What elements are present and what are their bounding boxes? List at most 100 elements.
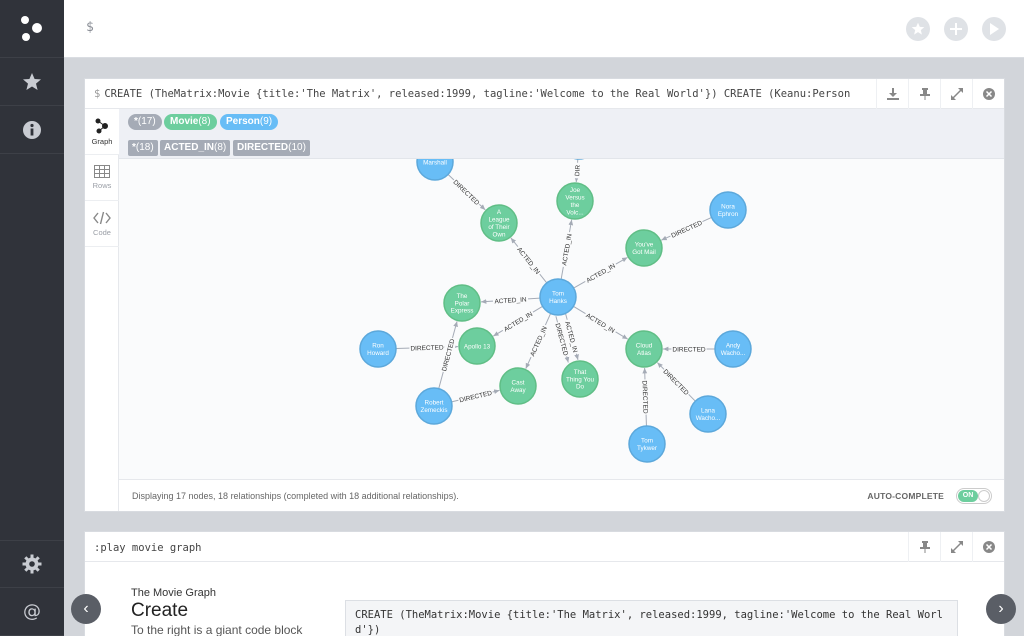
- rel-count: (18): [135, 142, 154, 153]
- frame-command[interactable]: :play movie graph: [94, 542, 202, 554]
- node-caption: Atlas: [637, 350, 651, 357]
- node-caption: Own: [493, 231, 506, 238]
- tab-rows[interactable]: Rows: [85, 155, 119, 201]
- view-tabs: Graph Rows Code: [85, 109, 119, 511]
- autocomplete-toggle[interactable]: ON: [956, 488, 992, 504]
- pin-button[interactable]: [908, 79, 940, 109]
- relationship-label: DIR: [571, 162, 583, 179]
- relationship-label: DIRECTED: [409, 341, 445, 354]
- node-caption: Do: [576, 384, 585, 391]
- node-caption: Ephron: [718, 211, 739, 218]
- node-caption: Nora: [721, 204, 735, 211]
- graph-node-andy[interactable]: AndyWacho...: [714, 330, 752, 368]
- close-frame-button[interactable]: [972, 79, 1004, 109]
- node-caption: Wacho...: [696, 415, 721, 422]
- tab-graph[interactable]: Graph: [85, 109, 119, 155]
- about-button[interactable]: @: [0, 588, 64, 636]
- node-caption: Marshall: [423, 159, 447, 166]
- pin-button[interactable]: [908, 532, 940, 562]
- logo-icon: [21, 15, 42, 41]
- label-pill-person[interactable]: Person(9): [220, 114, 279, 130]
- frame-command[interactable]: $CREATE (TheMatrix:Movie {title:'The Mat…: [94, 88, 854, 100]
- run-query-button[interactable]: [982, 17, 1006, 41]
- toggle-knob: [978, 490, 990, 502]
- frame-header: :play movie graph: [85, 532, 1004, 562]
- node-caption: Zemeckis: [421, 407, 448, 414]
- node-caption: Andy: [726, 343, 741, 350]
- relationship-label: DIRECTED: [668, 216, 705, 241]
- node-caption: Away: [510, 387, 526, 394]
- fullscreen-button[interactable]: [940, 79, 972, 109]
- node-caption: A: [497, 209, 502, 216]
- neo4j-logo[interactable]: [0, 0, 64, 58]
- status-message: Displaying 17 nodes, 18 relationships (c…: [132, 491, 459, 501]
- label-pill-movie[interactable]: Movie(8): [164, 114, 217, 130]
- download-button[interactable]: [876, 79, 908, 109]
- node-caption: Polar: [455, 300, 470, 307]
- rel-tag-acted-in[interactable]: ACTED_IN(8): [160, 140, 231, 156]
- tab-code-label: Code: [93, 227, 111, 237]
- close-icon: [982, 88, 995, 100]
- label-name: Movie: [170, 116, 199, 127]
- close-icon: [982, 541, 995, 553]
- carousel-prev-button[interactable]: ‹: [71, 594, 101, 624]
- graph-node-lana[interactable]: LanaWacho...: [689, 395, 727, 433]
- node-caption: Howard: [367, 350, 389, 357]
- node-caption: The: [457, 293, 468, 300]
- svg-text:DIRECTED: DIRECTED: [410, 345, 444, 353]
- query-editor[interactable]: $: [64, 0, 1024, 58]
- graph-node-apollo[interactable]: Apollo 13: [458, 327, 496, 365]
- editor-prompt: $: [86, 20, 94, 35]
- clear-editor-button[interactable]: [944, 17, 968, 41]
- label-name: Person: [226, 116, 260, 127]
- rel-name: ACTED_IN: [164, 142, 215, 153]
- node-caption: of Their: [488, 224, 509, 231]
- label-pill-all[interactable]: *(17): [128, 114, 162, 130]
- node-caption: Versus: [565, 195, 584, 202]
- star-icon: [23, 72, 41, 90]
- rel-tag-all[interactable]: *(18): [128, 140, 158, 156]
- slide-subtitle: The Movie Graph: [131, 587, 216, 599]
- result-frame: $CREATE (TheMatrix:Movie {title:'The Mat…: [84, 78, 1005, 512]
- info-button[interactable]: [0, 106, 64, 154]
- download-icon: [886, 88, 899, 100]
- favorite-query-button[interactable]: [906, 17, 930, 41]
- code-block[interactable]: CREATE (TheMatrix:Movie {title:'The Matr…: [345, 600, 958, 636]
- node-caption: Joe: [570, 187, 581, 194]
- autocomplete-label: AUTO-COMPLETE: [867, 491, 944, 501]
- fullscreen-button[interactable]: [940, 532, 972, 562]
- relationship-label: DIRECTED: [671, 344, 707, 354]
- relationship-label: ACTED_IN: [500, 307, 536, 335]
- favorites-button[interactable]: [0, 58, 64, 106]
- sidebar: @: [0, 0, 64, 636]
- relationship-label: DIRECTED: [450, 176, 483, 208]
- carousel-next-button[interactable]: ›: [986, 594, 1016, 624]
- graph-node-joe[interactable]: JoeVersustheVolc...: [556, 182, 594, 220]
- graph-node-marshall[interactable]: Marshall: [416, 159, 454, 181]
- rel-count: (8): [214, 142, 227, 153]
- svg-text:ACTED_IN: ACTED_IN: [561, 233, 574, 266]
- settings-button[interactable]: [0, 540, 64, 588]
- relationship-label: ACTED_IN: [492, 293, 529, 307]
- close-frame-button[interactable]: [972, 532, 1004, 562]
- chevron-left-icon: ‹: [83, 600, 89, 617]
- info-icon: [23, 120, 41, 139]
- toggle-on-label: ON: [958, 490, 978, 502]
- rel-tag-directed[interactable]: DIRECTED(10): [233, 140, 310, 156]
- relationship-label: DIRECTED: [639, 379, 652, 415]
- tab-code[interactable]: Code: [85, 201, 119, 247]
- frame-dollar: $: [94, 88, 101, 100]
